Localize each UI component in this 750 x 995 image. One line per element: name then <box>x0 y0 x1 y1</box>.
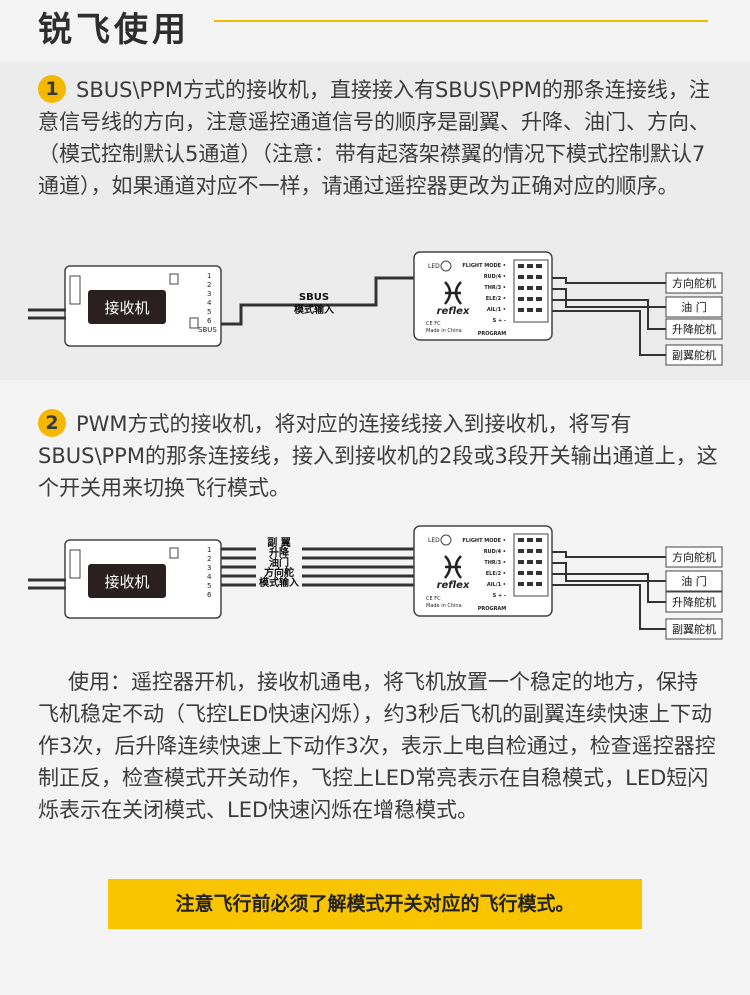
receiver-label: 接收机 <box>104 573 149 591</box>
pin-label: 4 <box>207 573 212 581</box>
fc-made-in: Made in China <box>426 328 462 334</box>
output-wires <box>552 551 666 630</box>
wire-label-aileron: 副 翼 <box>267 536 290 549</box>
pin-label: 4 <box>207 299 212 307</box>
step-2-badge: 2 <box>38 409 66 437</box>
receiver-indicator <box>169 547 179 559</box>
receiver-port-socket <box>189 317 199 329</box>
receiver-pins: 1 2 3 4 5 6 <box>207 272 212 325</box>
wire-label-mode-input: 模式输入 <box>259 576 299 589</box>
output-rudder-servo: 方向舵机 <box>672 276 716 290</box>
fc-port-label: FLIGHT MODE • <box>462 263 506 269</box>
fc-port-label: S + - <box>493 318 506 324</box>
fc-port-label: ELE/2 • <box>486 296 506 302</box>
output-elevator-servo: 升降舵机 <box>672 322 716 336</box>
fc-port-label: THR/3 • <box>484 560 506 566</box>
step-1-badge: 1 <box>38 75 66 103</box>
pwm-wires <box>221 547 418 587</box>
pwm-wire-labels: 副 翼 升降 油门 方向舵 模式输入 <box>256 536 302 590</box>
servo-labels: 方向舵机 油 门 升降舵机 副翼舵机 <box>665 546 723 640</box>
fc-port-label: RUD/4 • <box>484 549 506 555</box>
receiver-input-wires <box>28 308 66 320</box>
pin-label: 1 <box>207 546 211 554</box>
section-2-text: PWM方式的接收机，将对应的连接线接入到接收机，将写有SBUS\PPM的那条连接… <box>38 412 718 500</box>
wire-label-throttle: 油门 <box>269 556 289 569</box>
output-rudder-servo: 方向舵机 <box>672 550 716 564</box>
wire-label-sbus: SBUS <box>299 292 329 303</box>
fc-pin-header <box>513 259 549 323</box>
pwm-wiring-diagram: 接收机 1 2 3 4 5 6 副 翼 升降 油门 方向舵 模式输入 LED r… <box>28 525 723 640</box>
output-aileron-servo: 副翼舵机 <box>672 622 716 636</box>
receiver-label-bg <box>88 564 166 598</box>
pin-label: 2 <box>207 281 211 289</box>
section-1-text: SBUS\PPM方式的接收机，直接接入有SBUS\PPM的那条连接线，注意信号线… <box>38 78 710 198</box>
pin-label: 6 <box>207 591 212 599</box>
fc-cert: CE FC <box>426 321 441 327</box>
output-aileron-servo: 副翼舵机 <box>672 348 716 362</box>
servo-labels: 方向舵机 油 门 升降舵机 副翼舵机 <box>665 272 723 366</box>
fc-port-label: THR/3 • <box>484 285 506 291</box>
output-throttle: 油 门 <box>681 300 707 314</box>
receiver-indicator <box>169 273 179 285</box>
pin-label: 1 <box>207 272 211 280</box>
receiver-sbus-port: SBUS <box>198 326 217 334</box>
page-title: 锐飞使用 <box>38 10 190 50</box>
receiver-pins: 1 2 3 4 5 6 <box>207 546 212 599</box>
reflex-logo-icon <box>444 281 462 305</box>
wire-label-elevator: 升降 <box>269 546 290 559</box>
fc-cert: CE FC <box>426 596 441 602</box>
fc-port-label: ELE/2 • <box>486 571 506 577</box>
pin-label: 2 <box>207 555 211 563</box>
receiver-input-wires <box>28 578 66 590</box>
output-elevator-servo: 升降舵机 <box>672 595 716 609</box>
output-wires <box>552 277 666 356</box>
usage-text: 使用：遥控器开机，接收机通电，将飞机放置一个稳定的地方，保持飞机稳定不动（飞控L… <box>38 670 716 822</box>
fc-brand: reflex <box>437 580 470 591</box>
pin-label: 6 <box>207 317 212 325</box>
page-header: 锐飞使用 <box>0 0 750 58</box>
fc-led-label: LED <box>428 537 440 544</box>
receiver-label: 接收机 <box>104 299 149 317</box>
fc-led-label: LED <box>428 263 440 270</box>
fc-port-label: AIL/1 • <box>487 582 506 588</box>
fc-port-labels: FLIGHT MODE • RUD/4 • THR/3 • ELE/2 • AI… <box>462 538 506 599</box>
receiver-connector <box>69 549 81 579</box>
reflex-logo-icon <box>444 555 462 579</box>
fc-led <box>440 260 452 272</box>
sbus-wiring-diagram: 接收机 1 2 3 4 5 6 SBUS SBUS 模式输入 LED refle… <box>28 251 723 366</box>
fc-port-label: FLIGHT MODE • <box>462 538 506 544</box>
wire-label-rudder: 方向舵 <box>264 566 294 579</box>
fc-program-label: PROGRAM <box>478 331 507 337</box>
warning-banner: 注意飞行前必须了解模式开关对应的飞行模式。 <box>108 879 642 929</box>
pin-label: 5 <box>207 308 211 316</box>
fc-pin-header <box>513 533 549 597</box>
fc-program-label: PROGRAM <box>478 606 507 612</box>
fc-port-label: RUD/4 • <box>484 274 506 280</box>
fc-port-labels: FLIGHT MODE • RUD/4 • THR/3 • ELE/2 • AI… <box>462 263 506 324</box>
receiver-label-bg <box>88 290 166 324</box>
pin-label: 3 <box>207 564 211 572</box>
pin-label: 5 <box>207 582 211 590</box>
fc-port-label: AIL/1 • <box>487 307 506 313</box>
receiver-connector <box>69 275 81 305</box>
sbus-wire <box>221 276 418 326</box>
fc-port-label: S + - <box>493 593 506 599</box>
fc-brand: reflex <box>437 306 470 317</box>
pin-label: 3 <box>207 290 211 298</box>
output-throttle: 油 门 <box>681 574 707 588</box>
title-divider <box>214 20 708 22</box>
fc-led <box>440 534 452 546</box>
fc-made-in: Made in China <box>426 603 462 609</box>
wire-label-mode-input: 模式输入 <box>294 303 334 316</box>
